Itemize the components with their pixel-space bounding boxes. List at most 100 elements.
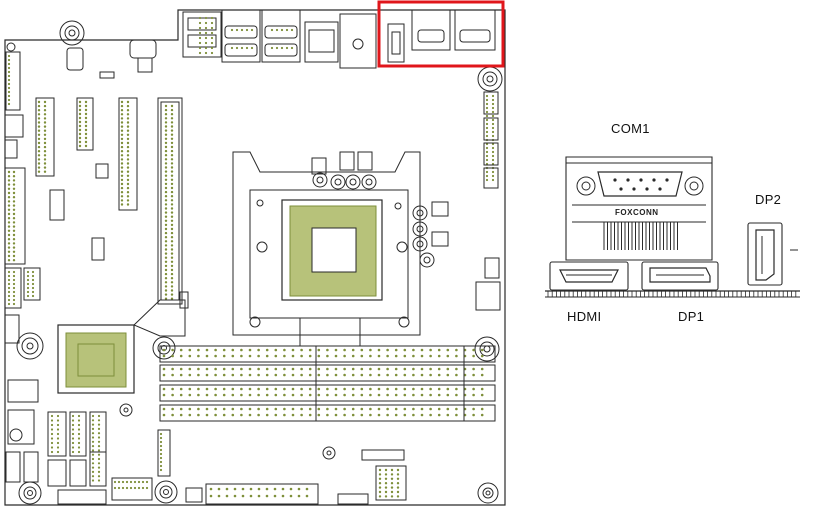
solder-pad [179,367,183,371]
solder-pad [317,387,321,391]
solder-pad [170,162,174,165]
solder-pad [446,348,450,352]
solder-pad [412,393,415,397]
solder-pad [491,146,495,150]
solder-pad [162,373,166,377]
solder-pad [249,487,253,491]
solder-pad [31,274,35,278]
solder-pad [164,182,168,186]
solder-pad [145,480,149,484]
solder-pad [485,174,489,178]
solder-pad [179,348,183,352]
solder-pad [231,387,235,391]
solder-pad [12,233,16,237]
solder-pad [205,354,209,358]
solder-pad [248,393,252,397]
solder-pad [56,423,60,427]
solder-pad [250,28,254,32]
solder-pad [480,354,484,358]
solder-pad [412,387,415,391]
solder-pad [126,125,130,128]
solder-pad [113,486,117,490]
solder-pad [7,98,11,102]
solder-pad [491,154,495,158]
solder-pad [360,393,364,397]
solder-pad [241,494,245,498]
solder-pad [394,367,398,371]
solder-pad [197,348,200,352]
solder-pad [164,104,168,108]
solder-pad [120,174,124,177]
solder-pad [308,354,312,358]
solder-pad [84,112,88,116]
solder-pad [31,278,35,282]
dp1-port [641,261,719,291]
solder-pad [37,154,41,157]
solder-pad [170,137,174,140]
solder-pad [480,387,484,391]
solder-pad [170,297,174,300]
solder-pad [291,387,295,391]
solder-pad [248,407,252,411]
solder-pad [170,219,174,222]
solder-pad [300,393,303,397]
solder-pad [170,252,174,255]
solder-pad [170,293,174,296]
solder-pad [317,348,321,352]
solder-pad [117,486,121,490]
solder-pad [420,354,424,358]
solder-pad [170,121,174,124]
solder-pad [446,393,450,397]
solder-pad [222,413,226,417]
solder-pad [71,419,75,422]
solder-pad [390,468,394,472]
solder-pad [7,82,11,86]
solder-pad [480,413,484,417]
hdmi-label: HDMI [567,309,602,324]
solder-pad [12,286,16,290]
solder-pad [300,373,303,377]
solder-pad [170,133,174,136]
solder-pad [7,229,11,232]
solder-pad [179,393,183,397]
solder-pad [265,348,269,352]
solder-pad [289,487,293,491]
solder-pad [214,407,217,411]
solder-pad [145,486,149,490]
solder-pad [240,46,244,50]
solder-pad [43,129,47,132]
solder-pad [396,495,400,498]
solder-pad [369,354,372,358]
solder-pad [343,413,346,417]
solder-pad [369,373,372,377]
solder-pad [126,166,130,169]
solder-pad [97,470,101,473]
solder-pad [120,203,124,206]
solder-pad [164,231,168,235]
solder-pad [91,432,95,435]
solder-pad [343,407,346,411]
solder-pad [43,141,47,145]
solder-pad [84,136,88,140]
solder-pad [164,174,168,177]
solder-pad [7,290,11,294]
solder-pad [84,144,88,148]
solder-pad [170,244,174,247]
solder-pad [31,290,35,294]
solder-pad [198,31,202,35]
solder-pad [326,348,329,352]
solder-pad [120,158,124,161]
solder-pad [281,494,285,498]
solder-pad [170,170,174,173]
solder-pad [289,494,293,498]
solder-pad [120,113,124,116]
solder-pad [26,270,30,274]
solder-pad [377,393,381,397]
solder-pad [485,114,489,118]
solder-pad [283,354,286,358]
solder-pad [37,166,41,169]
solder-pad [369,413,372,417]
bottom-connectors [5,379,407,505]
solder-pad [403,348,407,352]
solder-pad [384,490,388,494]
